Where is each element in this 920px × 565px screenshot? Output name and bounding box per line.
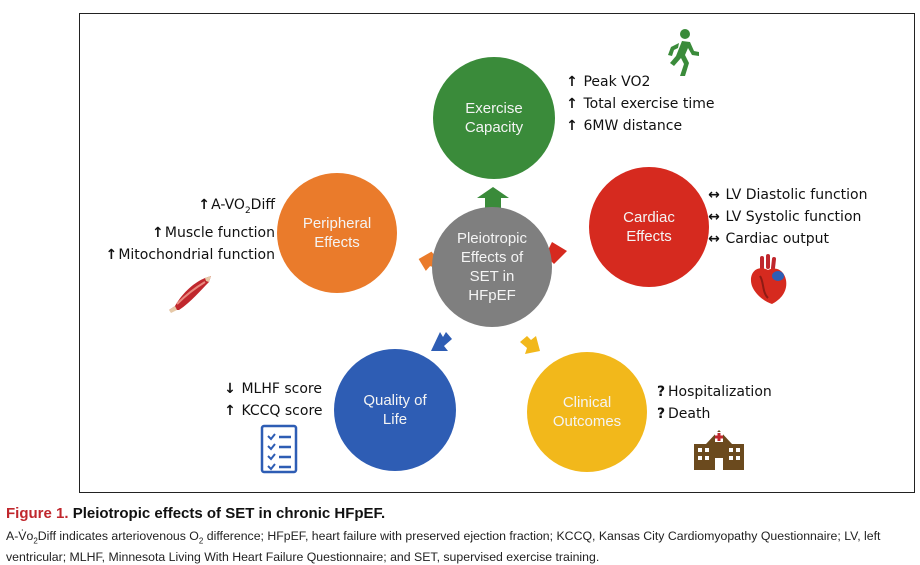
node-cardiac-label: Cardiac Effects xyxy=(623,209,675,245)
arrow-to-quality xyxy=(431,332,452,351)
note-row: ↑ KCCQ score xyxy=(224,403,323,419)
note-row: ↓ MLHF score xyxy=(224,381,322,397)
note-row: ↑A-VO2Diff xyxy=(198,197,275,216)
note-row: ↔ LV Diastolic function xyxy=(708,187,868,203)
node-cardiac-effects: Cardiac Effects xyxy=(589,167,709,287)
note-row: ↑Mitochondrial function xyxy=(105,246,275,263)
diagram-frame: Exercise Capacity Cardiac Effects Periph… xyxy=(79,13,915,493)
notes-clinical: ?Hospitalization ?Death xyxy=(654,381,772,425)
node-quality-label: Quality of Life xyxy=(363,392,427,428)
notes-peripheral: ↑A-VO2Diff ↑Muscle function ↑Mitochondri… xyxy=(90,194,275,266)
figure-caption-title: Figure 1. Pleiotropic effects of SET in … xyxy=(6,505,385,522)
node-peripheral-label: Peripheral Effects xyxy=(302,215,372,251)
node-center-label: Pleiotropic Effects of SET in HFpEF xyxy=(456,230,528,304)
arrow-to-clinical xyxy=(520,336,540,354)
node-quality-of-life: Quality of Life xyxy=(334,349,456,471)
walking-person-icon xyxy=(668,29,699,76)
figure-caption-body: A-V̇o2Diff indicates arteriovenous O2 di… xyxy=(6,529,881,565)
note-row: ↑Muscle function xyxy=(152,224,275,241)
note-row: ?Hospitalization xyxy=(656,384,772,400)
note-row: ↑ Peak VO2 xyxy=(566,74,651,90)
muscle-icon xyxy=(169,276,211,313)
note-row: ↔ LV Systolic function xyxy=(708,209,862,225)
note-row: ↑ 6MW distance xyxy=(566,118,683,134)
note-row: ?Death xyxy=(656,406,711,422)
node-exercise-label: Exercise Capacity xyxy=(464,100,524,136)
node-clinical-outcomes: Clinical Outcomes xyxy=(527,352,647,472)
figure-label: Figure 1. xyxy=(6,505,69,522)
notes-cardiac: ↔ LV Diastolic function ↔ LV Systolic fu… xyxy=(707,184,867,250)
node-peripheral-effects: Peripheral Effects xyxy=(277,173,397,293)
note-row: ↑ Total exercise time xyxy=(566,96,715,112)
checklist-icon xyxy=(260,424,298,474)
node-clinical-label: Clinical Outcomes xyxy=(552,394,622,430)
hospital-icon xyxy=(694,430,744,470)
notes-exercise: ↑ Peak VO2 ↑ Total exercise time ↑ 6MW d… xyxy=(565,71,714,137)
figure-title: Pleiotropic effects of SET in chronic HF… xyxy=(72,505,386,522)
arrow-to-exercise xyxy=(477,187,509,210)
node-exercise-capacity: Exercise Capacity xyxy=(433,57,555,179)
heart-icon xyxy=(750,254,787,304)
node-center: Pleiotropic Effects of SET in HFpEF xyxy=(432,207,552,327)
note-row: ↔ Cardiac output xyxy=(708,231,829,247)
notes-quality: ↓ MLHF score ↑ KCCQ score xyxy=(223,378,323,422)
